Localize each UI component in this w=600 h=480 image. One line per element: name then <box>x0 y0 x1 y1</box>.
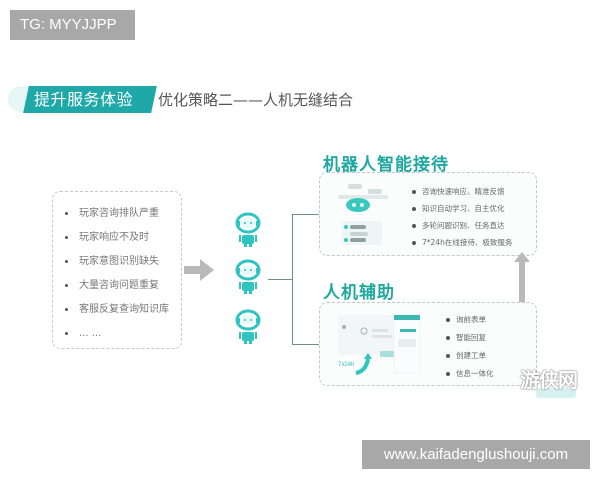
header-subtitle: 优化策略二——人机无缝结合 <box>158 91 354 109</box>
human-assist-features: 询前表单 智能回复 创建工单 信息一体化 <box>446 311 494 383</box>
issue-item: ... ... <box>65 322 169 346</box>
feature-item: 智能回复 <box>446 329 494 347</box>
header-tag-label: 提升服务体验 <box>34 90 134 109</box>
assist-ui-illustration: 7x24h <box>338 314 421 375</box>
feature-item: 7*24h在线接待、极致服务 <box>412 234 512 251</box>
logo-watermark-glow <box>536 388 576 398</box>
feature-item: 信息一体化 <box>446 365 494 383</box>
issue-item: 玩家响应不及时 <box>65 226 169 250</box>
watermark-top: TG: MYYJJPP <box>10 10 135 40</box>
connector-to-assist-panel <box>292 344 320 345</box>
feature-item: 询前表单 <box>446 311 494 329</box>
human-assist-box: 7x24h 询前表单 智能回复 创建工单 信息一体化 <box>319 302 537 386</box>
chat-bot-illustration <box>338 184 388 245</box>
bidirectional-arrow-icon <box>514 252 530 312</box>
connector-to-robot-panel <box>292 214 320 215</box>
connector-horizontal <box>268 279 292 280</box>
robot-icon <box>235 259 261 294</box>
issue-item: 大量咨询问题重复 <box>65 274 169 298</box>
issue-item: 客服反复查询知识库 <box>65 298 169 322</box>
svg-text:7x24h: 7x24h <box>338 362 354 368</box>
issues-box: 玩家咨询排队严重 玩家响应不及时 玩家意图识别缺失 大量咨询问题重复 客服反复查… <box>52 191 182 349</box>
watermark-bottom: www.kaifadenglushouji.com <box>362 440 590 469</box>
robot-service-title: 机器人智能接待 <box>323 155 449 175</box>
robot-icon <box>235 212 261 247</box>
right-arrow-icon <box>184 259 214 281</box>
issues-list: 玩家咨询排队严重 玩家响应不及时 玩家意图识别缺失 大量咨询问题重复 客服反复查… <box>65 202 169 346</box>
robot-icon <box>235 309 261 344</box>
connector-vertical <box>292 214 293 344</box>
feature-item: 创建工单 <box>446 347 494 365</box>
feature-item: 知识自动学习、自主优化 <box>412 200 512 217</box>
feature-item: 多轮问题识别、任务直达 <box>412 217 512 234</box>
issue-item: 玩家咨询排队严重 <box>65 202 169 226</box>
feature-item: 咨询快速响应、精准反馈 <box>412 183 512 200</box>
human-assist-title: 人机辅助 <box>323 283 395 303</box>
robot-service-box: 咨询快速响应、精准反馈 知识自动学习、自主优化 多轮问题识别、任务直达 7*24… <box>319 172 537 256</box>
issue-item: 玩家意图识别缺失 <box>65 250 169 274</box>
robot-service-features: 咨询快速响应、精准反馈 知识自动学习、自主优化 多轮问题识别、任务直达 7*24… <box>412 183 512 251</box>
logo-watermark: 游侠网 <box>520 368 578 392</box>
